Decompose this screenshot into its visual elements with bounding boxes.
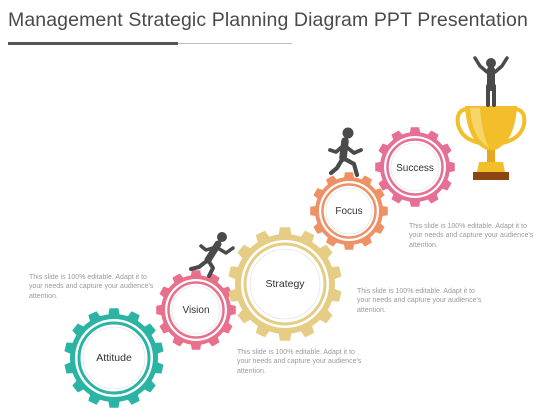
gear-focus: Focus: [310, 172, 388, 250]
gear-focus-ring: [321, 183, 377, 239]
gear-strategy: Strategy: [228, 227, 342, 341]
gear-success-ring: [386, 138, 444, 196]
gear-success: Success: [375, 127, 455, 207]
gear-attitude: Attitude: [64, 308, 164, 408]
trophy-icon: [455, 106, 527, 180]
running-person-icon: [328, 127, 363, 178]
gear-focus-label: Focus: [335, 206, 362, 217]
note-left: This slide is 100% editable. Adapt it to…: [29, 274, 154, 300]
slide-title: Management Strategic Planning Diagram PP…: [8, 9, 528, 31]
gear-strategy-ring: [243, 242, 327, 326]
gear-vision-inner: [171, 285, 221, 335]
note-middle-right: This slide is 100% editable. Adapt it to…: [357, 288, 482, 314]
gear-strategy-label: Strategy: [265, 278, 305, 290]
gear-attitude-label: Attitude: [96, 352, 132, 364]
gear-attitude-ring: [77, 321, 151, 395]
gear-success-label: Success: [396, 163, 434, 174]
gear-strategy-inner: [249, 248, 321, 320]
gear-vision: Vision: [156, 270, 236, 350]
note-bottom: This slide is 100% editable. Adapt it to…: [237, 349, 362, 375]
gear-vision-label: Vision: [182, 305, 209, 316]
gear-focus-inner: [325, 187, 373, 235]
gear-vision-ring: [167, 281, 225, 339]
note-top-right: This slide is 100% editable. Adapt it to…: [409, 223, 534, 249]
victory-person-icon: [473, 56, 509, 107]
gear-attitude-inner: [82, 326, 146, 390]
title-underline-dark: [8, 42, 178, 45]
gear-success-inner: [390, 142, 440, 192]
running-person-icon: [189, 232, 235, 278]
